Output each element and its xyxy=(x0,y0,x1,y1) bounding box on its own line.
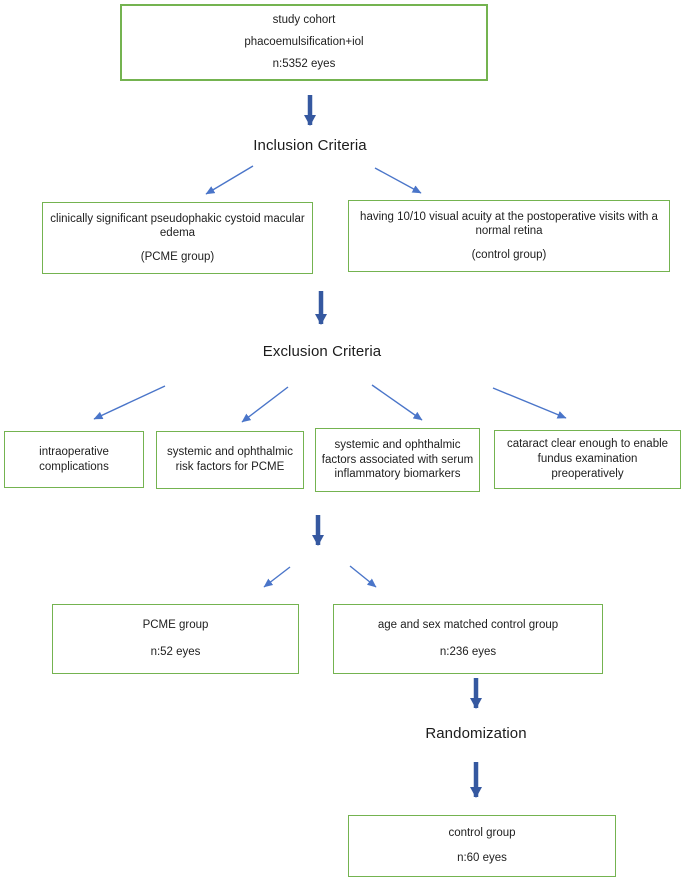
arrow-exclusion-2 xyxy=(241,386,289,423)
matched-control-name: age and sex matched control group xyxy=(377,618,559,631)
inclusion-criteria-label: Inclusion Criteria xyxy=(253,137,367,154)
final-control-count: n:60 eyes xyxy=(457,852,507,865)
exclusion-box-text: cataract clear enough to enable fundus e… xyxy=(506,438,669,480)
pcme-group-count: n:52 eyes xyxy=(150,646,201,659)
control-criteria-box: having 10/10 visual acuity at the postop… xyxy=(348,200,670,272)
pcme-criteria-box: clinically significant pseudophakic cyst… xyxy=(42,202,313,274)
exclusion-box-text: intraoperative complications xyxy=(39,445,109,473)
exclusion-box-cataract: cataract clear enough to enable fundus e… xyxy=(494,430,681,489)
randomization-label: Randomization xyxy=(425,725,527,742)
pcme-criteria-text: clinically significant pseudophakic cyst… xyxy=(50,212,305,240)
arrow-to-pcme-group xyxy=(263,566,291,588)
pcme-group-name: PCME group xyxy=(142,618,209,631)
matched-control-count: n:236 eyes xyxy=(439,646,497,659)
study-cohort-procedure: phacoemulsification+iol xyxy=(244,36,364,49)
arrow-to-matched-control xyxy=(349,565,377,588)
study-cohort-title: study cohort xyxy=(272,14,336,27)
arrow-inclusion-to-control xyxy=(374,167,422,194)
arrow-exclusion-1 xyxy=(93,385,166,420)
final-control-box: control group n:60 eyes xyxy=(348,815,616,877)
study-cohort-box: study cohort phacoemulsification+iol n:5… xyxy=(120,4,488,81)
pcme-criteria-group: (PCME group) xyxy=(140,250,215,263)
exclusion-box-risk-factors: systemic and ophthalmic risk factors for… xyxy=(156,431,304,489)
arrow-exclusion-3 xyxy=(371,384,423,421)
control-criteria-text: having 10/10 visual acuity at the postop… xyxy=(360,210,658,238)
exclusion-box-text: systemic and ophthalmic factors associat… xyxy=(321,438,474,481)
exclusion-box-intraoperative: intraoperative complications xyxy=(4,431,144,488)
matched-control-box: age and sex matched control group n:236 … xyxy=(333,604,603,674)
control-criteria-group: (control group) xyxy=(471,248,547,261)
arrow-exclusion-4 xyxy=(492,387,567,419)
arrow-inclusion-to-pcme xyxy=(205,165,254,195)
exclusion-criteria-label: Exclusion Criteria xyxy=(262,343,382,360)
final-control-name: control group xyxy=(448,827,516,840)
study-cohort-count: n:5352 eyes xyxy=(272,58,336,71)
exclusion-box-text: systemic and ophthalmic risk factors for… xyxy=(167,446,293,473)
exclusion-box-biomarkers: systemic and ophthalmic factors associat… xyxy=(315,428,480,492)
pcme-group-box: PCME group n:52 eyes xyxy=(52,604,299,674)
